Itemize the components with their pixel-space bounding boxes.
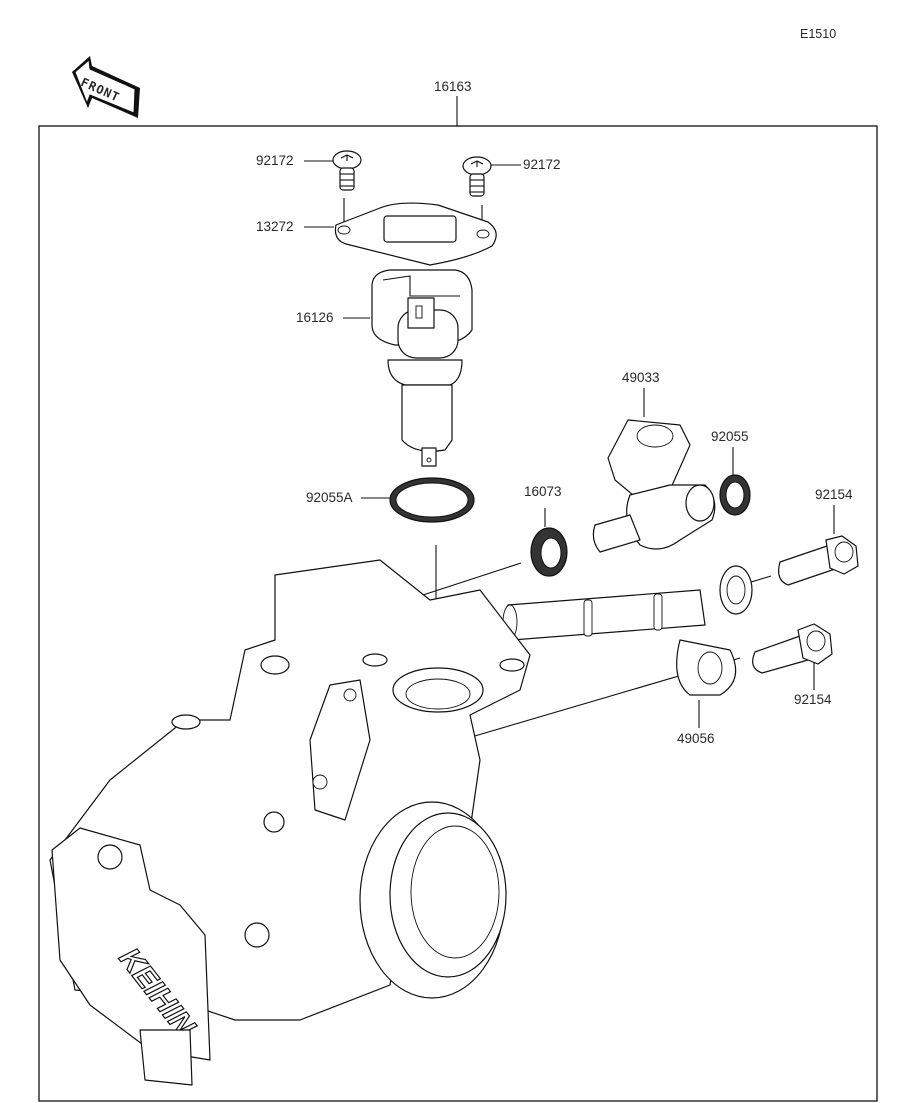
callout-92154-bottom[interactable]: 92154	[794, 692, 832, 707]
callout-92055A[interactable]: 92055A	[306, 490, 353, 505]
callout-16126[interactable]: 16126	[296, 310, 334, 325]
throttle-body: KEIHIN	[49, 559, 531, 1086]
reference-code: E1510	[800, 27, 837, 41]
callout-92055[interactable]: 92055	[711, 429, 749, 444]
sensor-16126	[371, 269, 473, 467]
callout-16163[interactable]: 16163	[434, 79, 472, 94]
sensor-49033	[592, 419, 716, 553]
o-ring-92055A	[389, 477, 475, 523]
front-arrow-icon	[72, 56, 140, 118]
pipe-49056	[502, 565, 753, 696]
callout-16073[interactable]: 16073	[524, 484, 562, 499]
callout-13272[interactable]: 13272	[256, 219, 294, 234]
screw-92172-right	[462, 156, 492, 197]
assembly-frame	[38, 125, 878, 1102]
screw-92172-left	[332, 150, 362, 191]
bolt-92154-top	[778, 535, 859, 586]
callout-49033[interactable]: 49033	[622, 370, 660, 385]
callout-92172-left[interactable]: 92172	[256, 153, 294, 168]
callout-92172-right[interactable]: 92172	[523, 157, 561, 172]
seal-16073	[530, 527, 568, 577]
plate-13272	[334, 202, 497, 266]
o-ring-92055	[719, 474, 751, 516]
callout-92154-top[interactable]: 92154	[815, 487, 853, 502]
bolt-92154-bottom	[752, 623, 833, 674]
callout-49056[interactable]: 49056	[677, 731, 715, 746]
